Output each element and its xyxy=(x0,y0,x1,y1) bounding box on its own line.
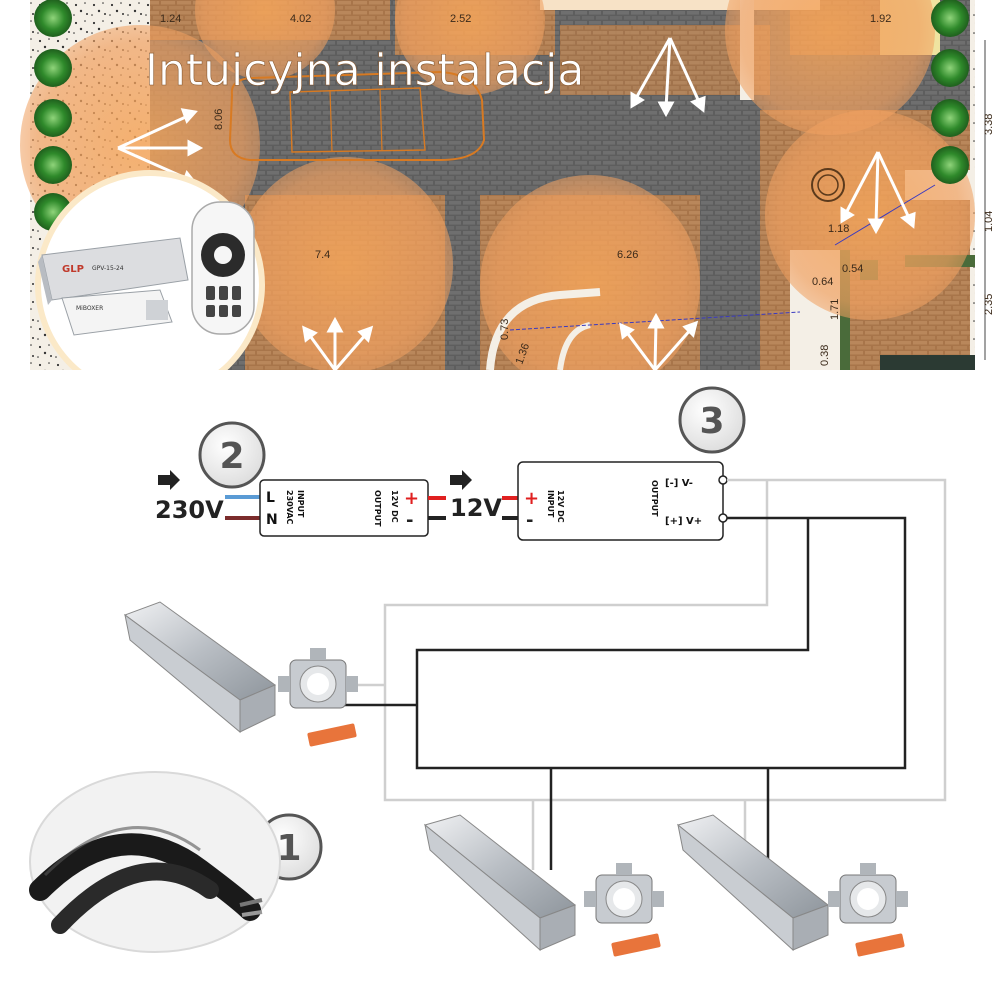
product-inset: GLP GPV-15-24 MiBOXER xyxy=(35,170,265,370)
dim-zone-2: 6.26 xyxy=(617,249,638,261)
mains-input: 230V xyxy=(155,470,262,524)
dim-top-1: 1.24 xyxy=(160,13,181,25)
controller-input-spec: 12V DC xyxy=(556,490,565,523)
led-controller-unit: + - 12V DC INPUT OUTPUT [-] V- [+] V+ xyxy=(517,461,728,541)
controller-input-label: INPUT xyxy=(546,490,555,518)
cable-inset xyxy=(29,771,281,953)
terminal-v-minus xyxy=(718,475,728,485)
power-supply-unit: L N INPUT 230VAC OUTPUT 12V DC + - xyxy=(259,479,446,537)
psu-brand-label: GLP xyxy=(62,264,84,275)
wiring-diagram: 2 3 1 230V L N INPUT 230VAC OUTPUT 12V D… xyxy=(29,386,947,957)
controller-minus-sign: - xyxy=(526,510,533,531)
psu-plus-sign: + xyxy=(404,488,419,509)
step-number-3: 3 xyxy=(699,401,724,442)
dim-detail-4: 1.71 xyxy=(829,299,841,320)
dim-left: 8.06 xyxy=(213,109,225,130)
controller-output-label: OUTPUT xyxy=(650,480,659,517)
dim-detail-1: 1.18 xyxy=(828,223,849,235)
controller-v-plus-label: [+] V+ xyxy=(665,516,702,527)
psu-output-spec: 12V DC xyxy=(390,490,399,523)
junction-box-right xyxy=(828,863,908,957)
light-direction-arrows xyxy=(117,37,916,370)
terminal-v-plus xyxy=(718,513,728,523)
arrow-right-icon xyxy=(158,470,180,490)
psu-minus-sign: - xyxy=(406,510,413,531)
dim-top-3: 2.52 xyxy=(450,13,471,25)
dim-top-2: 4.02 xyxy=(290,13,311,25)
dim-zone-1: 7.4 xyxy=(315,249,330,261)
step-badge-2: 2 xyxy=(198,421,266,489)
output-voltage-label: 12V xyxy=(450,494,502,522)
controller-plus-sign: + xyxy=(524,488,539,509)
dim-right-2: 1.04 xyxy=(983,211,995,232)
dim-top-4: 1.92 xyxy=(870,13,891,25)
psu-model-label: GPV-15-24 xyxy=(92,265,124,272)
psu-input-spec: 230VAC xyxy=(285,490,294,525)
dim-right-1: 3.38 xyxy=(983,114,995,135)
dim-detail-5: 0.38 xyxy=(819,345,831,366)
led-profile-center xyxy=(423,814,577,952)
arrow-right-icon xyxy=(450,470,472,490)
psu-terminal-l: L xyxy=(266,490,275,506)
controller-product-image: MiBOXER xyxy=(61,289,173,336)
controller-brand-label: MiBOXER xyxy=(76,305,103,312)
led-profile-right xyxy=(676,814,830,952)
power-supply-product-image: GLP GPV-15-24 xyxy=(38,237,189,305)
psu-input-label: INPUT xyxy=(296,490,305,518)
junction-box-left xyxy=(278,648,358,747)
dc-link: 12V xyxy=(450,470,520,522)
psu-output-label: OUTPUT xyxy=(373,490,382,527)
dim-detail-3: 0.64 xyxy=(812,276,833,288)
dim-path-1: 0.73 xyxy=(499,319,511,340)
junction-box-center xyxy=(584,863,664,957)
led-profile-left xyxy=(123,601,277,734)
remote-control-icon xyxy=(191,201,255,335)
controller-v-minus-label: [-] V- xyxy=(665,478,693,489)
tree-row-right xyxy=(931,0,969,184)
positive-wiring xyxy=(340,516,907,870)
psu-terminal-n: N xyxy=(266,512,278,528)
garden-plan-illustration: 1.24 4.02 2.52 1.92 8.06 7.4 6.26 1.18 0… xyxy=(0,0,1000,370)
step-badge-3: 3 xyxy=(678,386,746,454)
dim-right-3: 2.35 xyxy=(983,294,995,315)
input-voltage-label: 230V xyxy=(155,496,224,524)
plan-title: Intuicyjna instalacja xyxy=(145,45,584,96)
dim-detail-2: 0.54 xyxy=(842,263,863,275)
tree-row-left xyxy=(34,0,72,231)
step-number-2: 2 xyxy=(219,436,244,477)
